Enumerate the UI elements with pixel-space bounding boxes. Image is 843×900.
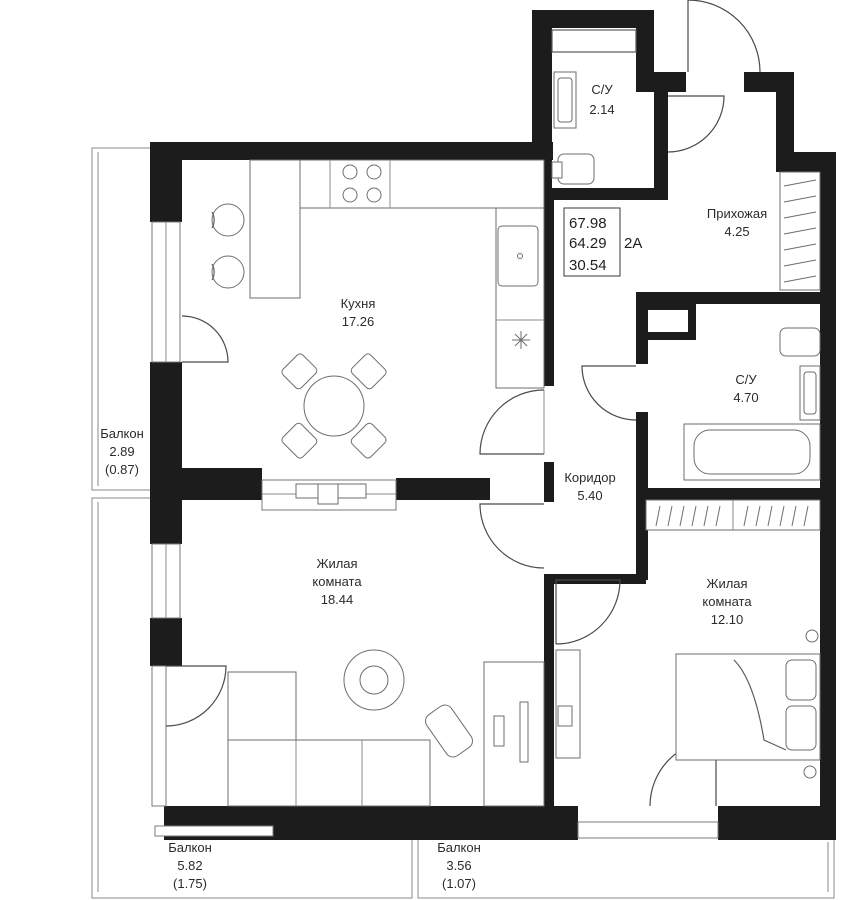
- living-area-total: 64.29: [569, 235, 607, 252]
- living-left-name-1: Жилая: [316, 556, 357, 571]
- hallway-wardrobe: [779, 171, 821, 291]
- room-labels: С/У 2.14 Прихожая 4.25 Кухня 17.26 С/У 4…: [100, 82, 767, 891]
- bath-middle-fixtures: [683, 327, 821, 481]
- balcony-bottom-left-name: Балкон: [168, 840, 212, 855]
- bedroom-right-furniture: [555, 499, 821, 779]
- living-right-name-2: комната: [702, 594, 752, 609]
- living-right-name-1: Жилая: [706, 576, 747, 591]
- bath-top-name: С/У: [591, 82, 613, 97]
- balcony-outlines: [91, 147, 835, 899]
- balcony-bottom-right-name: Балкон: [437, 840, 481, 855]
- walls: [150, 10, 836, 840]
- hallway-name: Прихожая: [707, 206, 767, 221]
- bath-top-area: 2.14: [589, 102, 614, 117]
- hallway-area: 4.25: [724, 224, 749, 239]
- balcony-bottom-right-area: 3.56: [446, 858, 471, 873]
- doors: [165, 0, 761, 807]
- living-left-furniture: [227, 483, 545, 807]
- living-left-name-2: комната: [312, 574, 362, 589]
- kitchen-area: 17.26: [342, 314, 375, 329]
- secondary-area: 30.54: [569, 257, 607, 274]
- balcony-left-area: 2.89: [109, 444, 134, 459]
- corridor-area: 5.40: [577, 488, 602, 503]
- balcony-left-reduced: (0.87): [105, 462, 139, 477]
- balcony-left-name: Балкон: [100, 426, 144, 441]
- living-left-area: 18.44: [321, 592, 354, 607]
- apartment-type: 2A: [624, 235, 642, 252]
- bath-mid-area: 4.70: [733, 390, 758, 405]
- kitchen-name: Кухня: [341, 296, 376, 311]
- balcony-bottom-left-area: 5.82: [177, 858, 202, 873]
- bath-top-fixtures: [551, 71, 595, 185]
- living-right-area: 12.10: [711, 612, 744, 627]
- total-area: 67.98: [569, 215, 607, 232]
- snowflake-icon: [512, 331, 530, 349]
- kitchen-furniture: [211, 159, 545, 459]
- corridor-name: Коридор: [564, 470, 615, 485]
- area-summary: 67.98 64.29 30.54 2A: [563, 207, 642, 277]
- balcony-bottom-right-reduced: (1.07): [442, 876, 476, 891]
- bath-mid-name: С/У: [735, 372, 757, 387]
- balcony-bottom-left-reduced: (1.75): [173, 876, 207, 891]
